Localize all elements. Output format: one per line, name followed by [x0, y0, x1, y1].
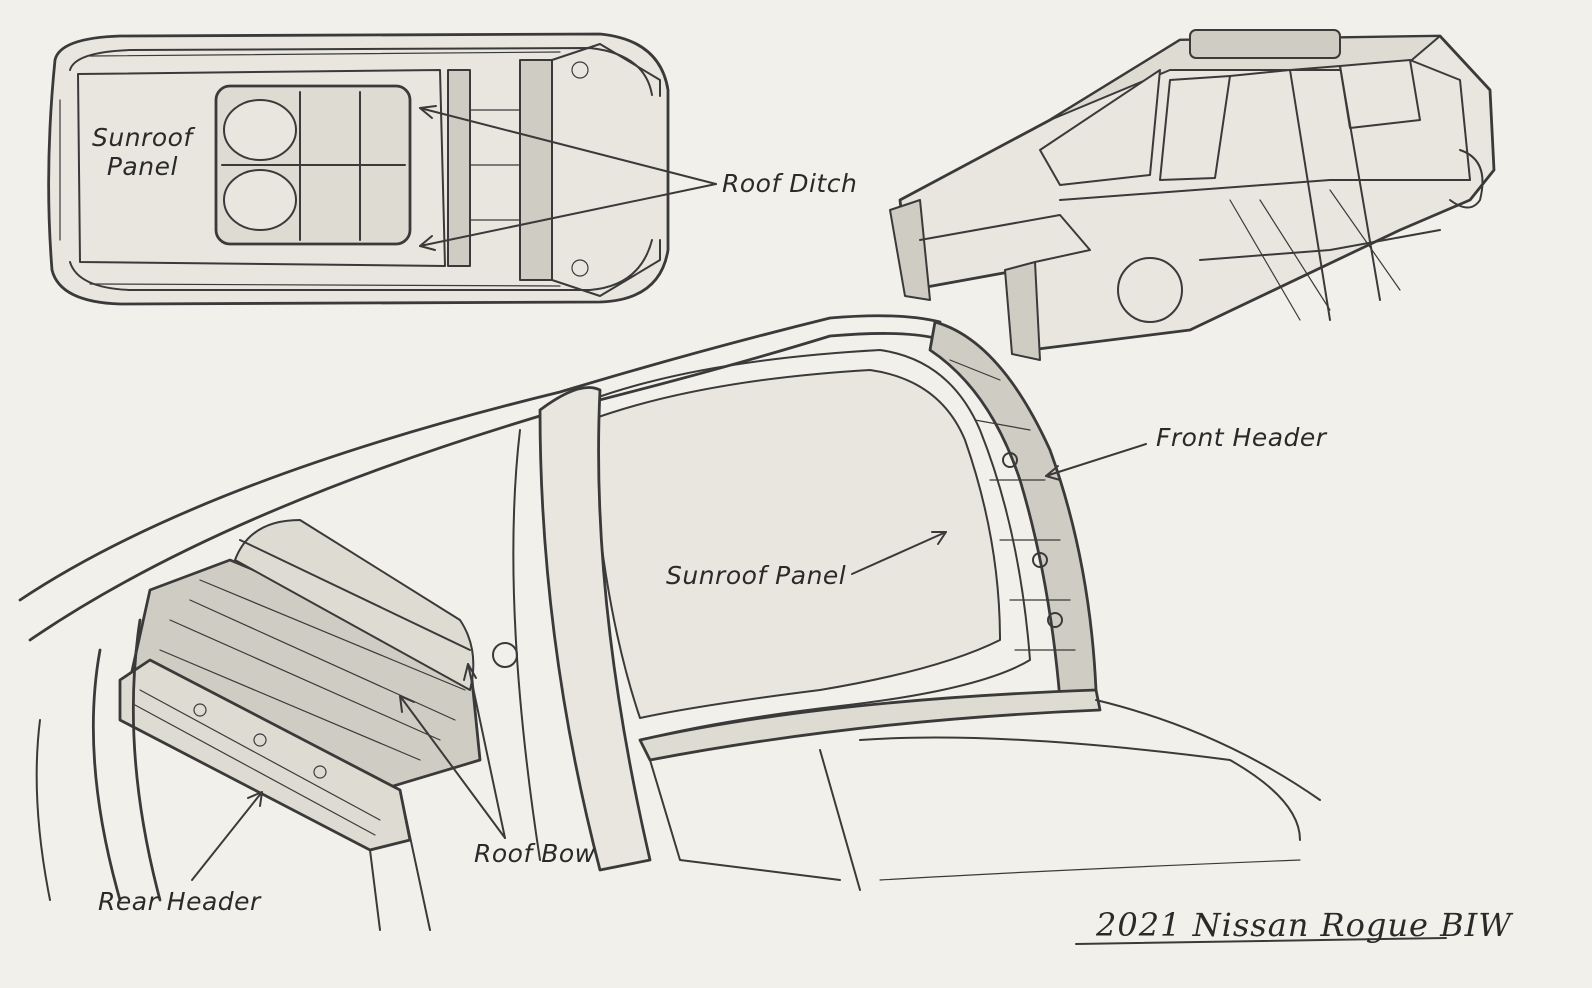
drawing-caption: 2021 Nissan Rogue BIW	[1096, 906, 1513, 944]
roof-ditch-arrows	[419, 105, 717, 251]
label-roof-bow: Roof Bow	[474, 839, 596, 868]
label-rear-header: Rear Header	[98, 887, 261, 916]
label-line-1: Sunroof	[92, 123, 193, 152]
top-view-drawing	[47, 32, 670, 306]
label-front-header: Front Header	[1156, 423, 1327, 452]
label-sunroof-panel: Sunroof Panel	[666, 561, 847, 590]
closeup-view-drawing	[18, 314, 1321, 931]
label-roof-ditch: Roof Ditch	[722, 169, 858, 198]
iso-view-drawing	[889, 29, 1496, 361]
label-top-view-sunroof-panel: Sunroof Panel	[92, 123, 193, 182]
label-line-2: Panel	[106, 151, 178, 181]
annotation-arrows	[191, 443, 1447, 945]
